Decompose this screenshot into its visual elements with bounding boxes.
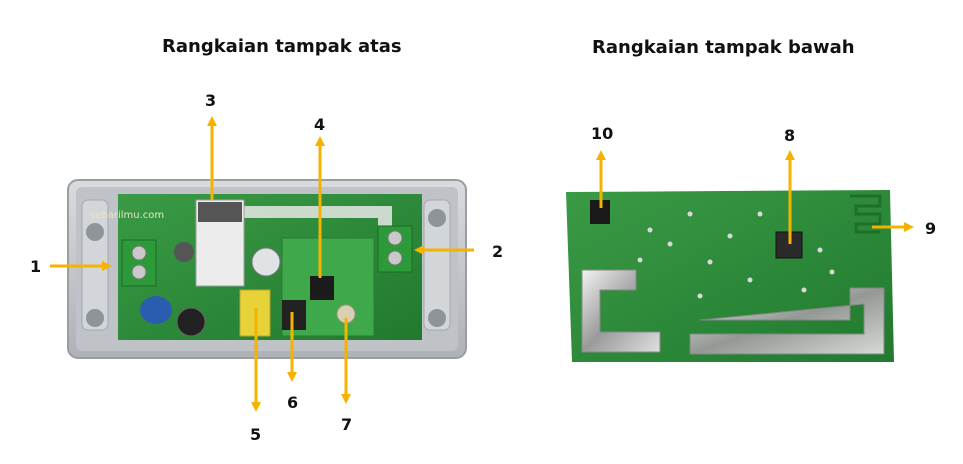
watermark: sebarilmu.com (90, 210, 164, 221)
chip-ic (310, 276, 334, 300)
arrowhead-5 (251, 402, 261, 412)
title-bottom-view: Rangkaian tampak bawah (592, 37, 855, 58)
callout-9: 9 (925, 219, 936, 238)
button-component (282, 300, 306, 330)
top-view-photo: sebarilmu.com (67, 179, 467, 359)
callout-8: 8 (784, 126, 795, 145)
callout-7: 7 (341, 415, 352, 434)
callout-arrows (50, 116, 914, 412)
pcb-silkscreen-trace (200, 206, 392, 232)
arrowhead-3 (207, 116, 217, 126)
callout-10: 10 (591, 124, 613, 143)
mounting-posts (81, 199, 451, 331)
callout-labels: 1 2 3 4 5 6 7 8 9 10 (30, 91, 936, 444)
smd-components (637, 211, 835, 299)
arrowhead-2 (414, 245, 424, 255)
arrowhead-7 (341, 394, 351, 404)
title-top-view: Rangkaian tampak atas (162, 36, 402, 57)
callout-1: 1 (30, 257, 41, 276)
antenna-trace (850, 194, 882, 234)
electrolytic-capacitor-2 (176, 307, 206, 337)
bottom-view-photo (566, 190, 894, 362)
electrolytic-capacitor (251, 247, 281, 277)
chip-10 (590, 200, 610, 224)
callout-3: 3 (205, 91, 216, 110)
terminal-block-right (377, 225, 413, 273)
wifi-module (281, 237, 375, 337)
arrowhead-1 (102, 261, 112, 271)
arrowhead-6 (287, 372, 297, 382)
x-capacitor (140, 296, 172, 324)
callout-5: 5 (250, 425, 261, 444)
callout-6: 6 (287, 393, 298, 412)
arrowhead-9 (904, 222, 914, 232)
capacitor-small (174, 242, 194, 262)
arrowhead-4 (315, 136, 325, 146)
callout-4: 4 (314, 115, 325, 134)
callout-2: 2 (492, 242, 503, 261)
arrowhead-8 (785, 150, 795, 160)
terminal-block-left (121, 239, 157, 287)
relay-component (195, 199, 245, 287)
solder-traces (581, 269, 885, 355)
arrowhead-10 (596, 150, 606, 160)
